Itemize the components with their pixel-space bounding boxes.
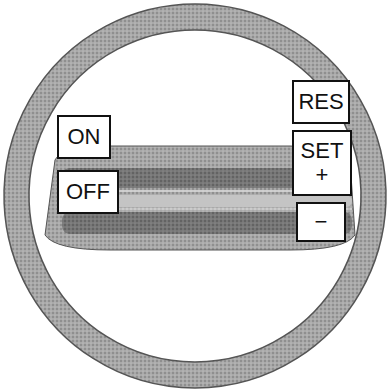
button-label: ON: [68, 125, 101, 149]
on-button: ON: [57, 115, 111, 159]
res-button: RES: [292, 80, 350, 124]
button-label: SET +: [294, 139, 350, 187]
button-label: RES: [298, 90, 343, 114]
button-label: OFF: [66, 180, 110, 204]
set-plus-button: SET +: [292, 130, 352, 196]
minus-button: −: [296, 202, 346, 242]
off-button: OFF: [57, 170, 119, 214]
button-label: −: [315, 210, 328, 234]
